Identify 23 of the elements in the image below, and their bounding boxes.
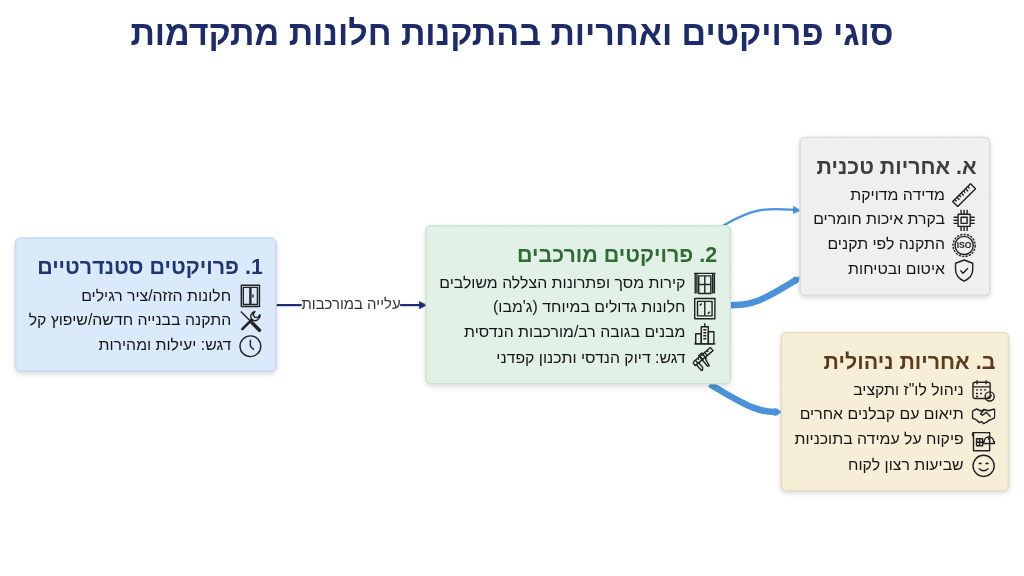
item-text: איטום ובטיחות [848,260,945,278]
title: סוגי פרויקטים ואחריות בהתקנות חלונות מתקדמות [129,13,895,54]
item-text: דגש: יעילות ומהירות [98,336,232,354]
certificate-seal-icon: ISO [952,233,977,258]
item-text: ניהול לו"ז ותקציב [853,380,964,399]
item-text: התקנה לפי תקנים [827,235,945,253]
item-text: מבנים בגובה רב/מורכבות הנדסית [464,323,686,342]
item-text: פיקוח על עמידה בתוכניות [794,430,964,449]
item-text: בקרת איכות חומרים [813,210,945,228]
item-text: שביעות רצון לקוח [848,455,964,474]
card-heading: ב. אחריות ניהולית [823,349,996,374]
item-text: התקנה בבנייה חדשה/שיפוץ קל [28,311,232,329]
card-heading: א. אחריות טכנית [816,154,977,179]
card-heading: 1. פרויקטים סטנדרטיים [37,254,263,280]
item-text: דגש: דיוק הנדסי ותכנון קפדני [496,348,686,367]
item-text: תיאום עם קבלנים אחרים [799,405,964,424]
arrow [730,276,801,309]
item-text: חלונות גדולים במיוחד (ג'מבו) [493,298,686,317]
item-text: חלונות הזזה/ציר רגילים [81,286,232,304]
item-text: מדידה מדויקת [850,185,945,204]
item-text: קירות מסך ופתרונות הצללה משולבים [439,273,686,292]
arrow [721,205,801,228]
card-heading: 2. פרויקטים מורכבים [517,242,718,267]
